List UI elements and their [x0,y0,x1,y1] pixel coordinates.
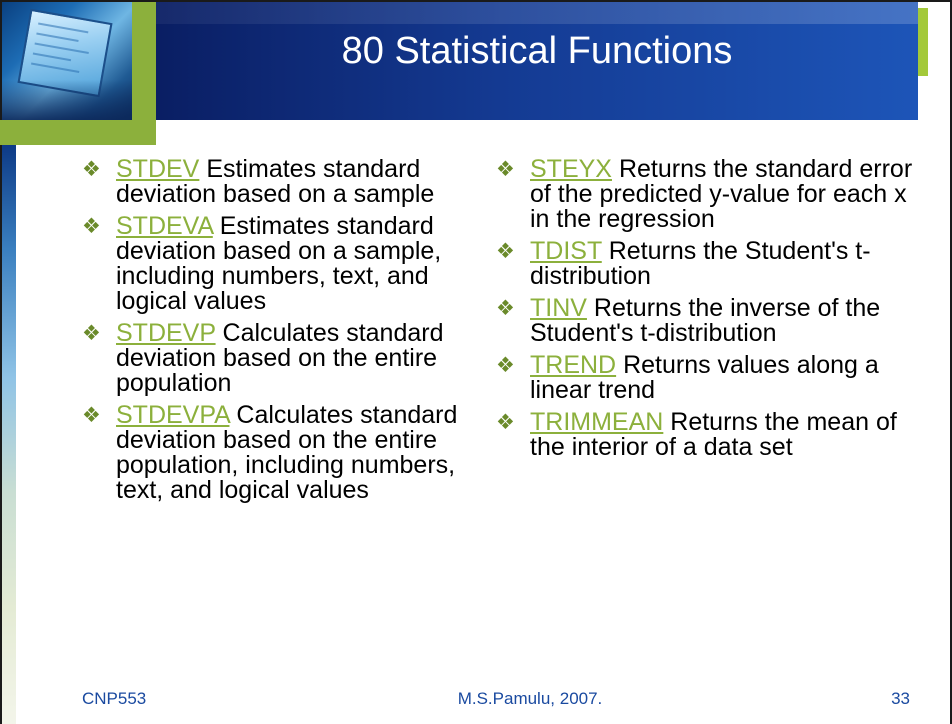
bullet-text: STDEV Estimates standard deviation based… [116,157,482,207]
footer-page-number: 33 [891,689,910,708]
bullet-text: STDEVA Estimates standard deviation base… [116,214,482,314]
frame-right-border [950,0,952,724]
function-description: Returns the standard error of the predic… [530,155,913,233]
bullet-item: ❖ STDEV Estimates standard deviation base… [82,157,482,207]
bullet-text: TINV Returns the inverse of the Student'… [530,296,916,346]
function-description: Estimates standard deviation based on a … [116,155,435,208]
title-bar-highlight [156,2,918,24]
green-right-accent [918,8,928,76]
function-description: Calculates standard deviation based on t… [116,319,444,397]
monitor-thumbnail-image [2,2,132,120]
bullet-text: TDIST Returns the Student's t-distributi… [530,239,916,289]
bullet-item: ❖ TINV Returns the inverse of the Student… [496,296,916,346]
bullet-text: STEYX Returns the standard error of the … [530,157,916,232]
function-description: Returns the inverse of the Student's t-d… [530,294,881,347]
title-bar [156,2,918,120]
slide-title: 80 Statistical Functions [341,30,733,72]
green-horizontal-accent [0,120,156,145]
function-description: Calculates standard deviation based on t… [116,401,458,504]
function-link[interactable]: STDEVA [116,212,213,240]
screen-line [38,22,89,34]
bullet-item: ❖ TDIST Returns the Student's t-distribut… [496,239,916,289]
diamond-bullet-icon: ❖ [496,158,515,181]
left-bullet-list: ❖ STDEV Estimates standard deviation base… [82,157,482,510]
diamond-bullet-icon: ❖ [496,297,515,320]
bullet-text: STDEVPA Calculates standard deviation ba… [116,403,482,503]
right-bullet-list: ❖ STEYX Returns the standard error of the… [496,157,916,467]
screen-line [31,62,80,73]
bullet-item: ❖ STEYX Returns the standard error of the… [496,157,916,232]
function-description: Returns values along a linear trend [530,351,879,404]
frame-left-border [0,0,2,724]
screen-line [36,32,79,42]
function-link[interactable]: TDIST [530,237,602,265]
diamond-bullet-icon: ❖ [496,354,515,377]
function-link[interactable]: STDEV [116,155,200,183]
function-description: Returns the mean of the interior of a da… [530,408,897,461]
function-description: Returns the Student's t-distribution [530,237,871,290]
function-description: Estimates standard deviation based on a … [116,212,442,315]
function-link[interactable]: TRIMMEAN [530,408,664,436]
function-link[interactable]: STEYX [530,155,612,183]
left-gradient-stripe [2,145,16,724]
bullet-item: ❖ TRIMMEAN Returns the mean of the interi… [496,410,916,460]
footer-author: M.S.Pamulu, 2007. [457,689,603,708]
function-link[interactable]: TINV [530,294,587,322]
diamond-bullet-icon: ❖ [82,322,101,345]
green-vertical-accent [132,2,156,128]
bullet-text: TRIMMEAN Returns the mean of the interio… [530,410,916,460]
function-link[interactable]: TREND [530,351,617,379]
diamond-bullet-icon: ❖ [496,240,515,263]
bullet-text: STDEVP Calculates standard deviation bas… [116,321,482,396]
function-link[interactable]: STDEVPA [116,401,230,429]
function-link[interactable]: STDEVP [116,319,216,347]
frame-top-border [0,0,952,2]
bullet-item: ❖ STDEVPA Calculates standard deviation b… [82,403,482,503]
screen-line [34,42,89,55]
bullet-item: ❖ STDEVP Calculates standard deviation ba… [82,321,482,396]
thumbnail-shade [2,80,132,120]
bullet-item: ❖ STDEVA Estimates standard deviation bas… [82,214,482,314]
diamond-bullet-icon: ❖ [82,404,101,427]
footer-course: CNP553 [82,689,147,708]
bullet-item: ❖ TREND Returns values along a linear tre… [496,353,916,403]
diamond-bullet-icon: ❖ [82,158,101,181]
bullet-text: TREND Returns values along a linear tren… [530,353,916,403]
diamond-bullet-icon: ❖ [496,411,515,434]
screen-line [32,52,72,62]
diamond-bullet-icon: ❖ [82,215,101,238]
